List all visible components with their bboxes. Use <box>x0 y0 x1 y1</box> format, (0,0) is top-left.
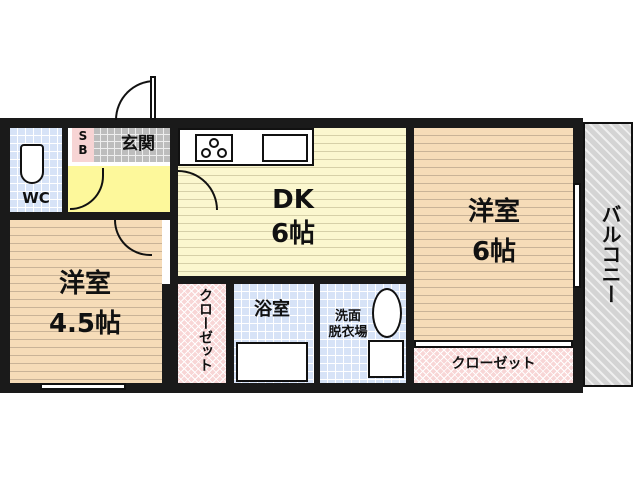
room-dk-label: DK <box>272 185 314 215</box>
entrance-door-leaf <box>150 76 156 120</box>
room-washroom: 洗面 脱衣場 <box>320 284 406 383</box>
room-washroom-label-1: 洗面 <box>334 309 361 324</box>
wall-bath-wash <box>314 284 320 383</box>
closet-right-doors[interactable] <box>414 340 573 348</box>
bathtub-icon <box>236 342 308 382</box>
shoebox-label-b: B <box>78 143 88 157</box>
toilet-icon <box>20 144 44 184</box>
room-western-right-size: 6帖 <box>471 237 517 267</box>
room-western-left-size: 4.5帖 <box>48 309 122 339</box>
room-shoebox: S B <box>72 128 94 162</box>
western-left-window[interactable] <box>40 383 126 390</box>
sink-icon <box>262 134 308 162</box>
wall-wc-right <box>62 128 68 212</box>
balcony-label: バルコニー <box>598 204 622 304</box>
washing-machine-icon <box>368 340 404 378</box>
room-closet-left-label: クローゼット <box>197 288 213 372</box>
wall-wc-bottom <box>10 212 170 220</box>
outer-wall-bottom <box>0 383 583 393</box>
room-washroom-label-2: 脱衣場 <box>328 325 368 340</box>
room-closet-left: クローゼット <box>178 284 226 383</box>
room-western-left-label: 洋室 <box>58 269 111 299</box>
room-closet-right-label: クローゼット <box>451 356 536 372</box>
washbasin-icon <box>372 288 402 338</box>
stove-icon <box>195 134 233 162</box>
wall-closet-left <box>162 284 170 383</box>
balcony-window[interactable] <box>573 183 581 288</box>
room-dk-size: 6帖 <box>270 219 316 249</box>
wall-closet-bath <box>226 284 234 383</box>
room-bathroom: 浴室 <box>234 284 314 383</box>
entrance-door[interactable] <box>115 80 155 120</box>
room-entrance-label: 玄関 <box>121 134 155 154</box>
wall-dk-right <box>406 128 414 383</box>
room-western-right: 洋室 6帖 <box>414 128 573 343</box>
room-wc-label: WC <box>22 189 50 207</box>
room-bathroom-label: 浴室 <box>254 299 290 320</box>
wall-dk-left <box>170 128 178 383</box>
outer-wall-top <box>0 118 583 128</box>
room-wc: WC <box>10 128 62 212</box>
shoebox-label-s: S <box>78 129 88 143</box>
room-western-right-label: 洋室 <box>467 197 520 227</box>
balcony: バルコニー <box>583 122 633 387</box>
wall-dk-bottom <box>178 276 406 284</box>
outer-wall-left <box>0 118 10 393</box>
room-closet-right: クローゼット <box>414 348 573 383</box>
room-entrance: 玄関 <box>94 128 170 162</box>
